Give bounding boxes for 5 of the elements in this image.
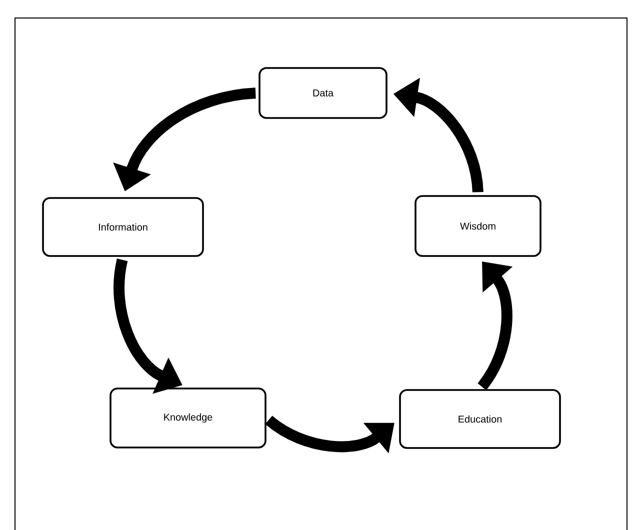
rounded-box: Education bbox=[399, 389, 561, 449]
rounded-box: Data bbox=[258, 67, 388, 119]
rounded-box: Wisdom bbox=[414, 195, 542, 257]
rounded-box: Knowledge bbox=[110, 388, 266, 448]
rounded-box: Information bbox=[42, 197, 204, 257]
